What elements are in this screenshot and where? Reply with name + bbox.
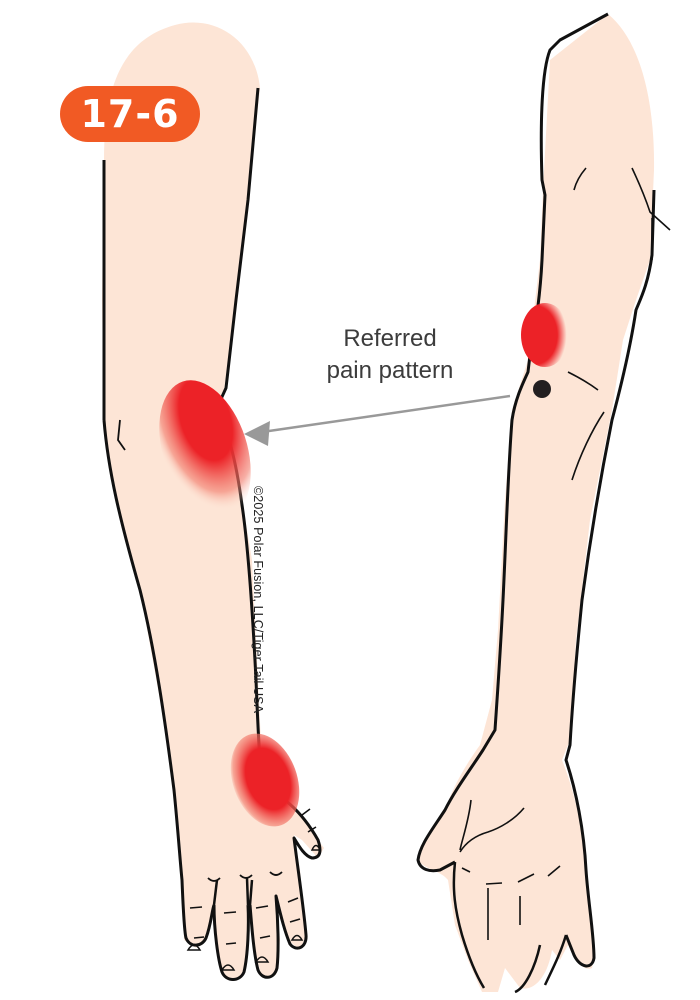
pain-region-elbow (521, 303, 569, 367)
right-arm-skin (418, 14, 655, 992)
pain-region-hand (230, 733, 300, 827)
label-line-1: Referred (343, 325, 437, 352)
trigger-point (533, 380, 551, 398)
pain-region-elbow (159, 380, 251, 520)
referral-arrow (244, 394, 511, 446)
copyright-notice: ©2025 Polar Fusion, LLC/Tiger Tail USA (251, 486, 265, 714)
label-line-2: pain pattern (326, 357, 454, 384)
figure-number-badge: 17-6 (60, 86, 200, 142)
left-arm (102, 22, 324, 981)
right-arm (416, 12, 671, 994)
referred-pain-label: Referred pain pattern (290, 323, 490, 387)
